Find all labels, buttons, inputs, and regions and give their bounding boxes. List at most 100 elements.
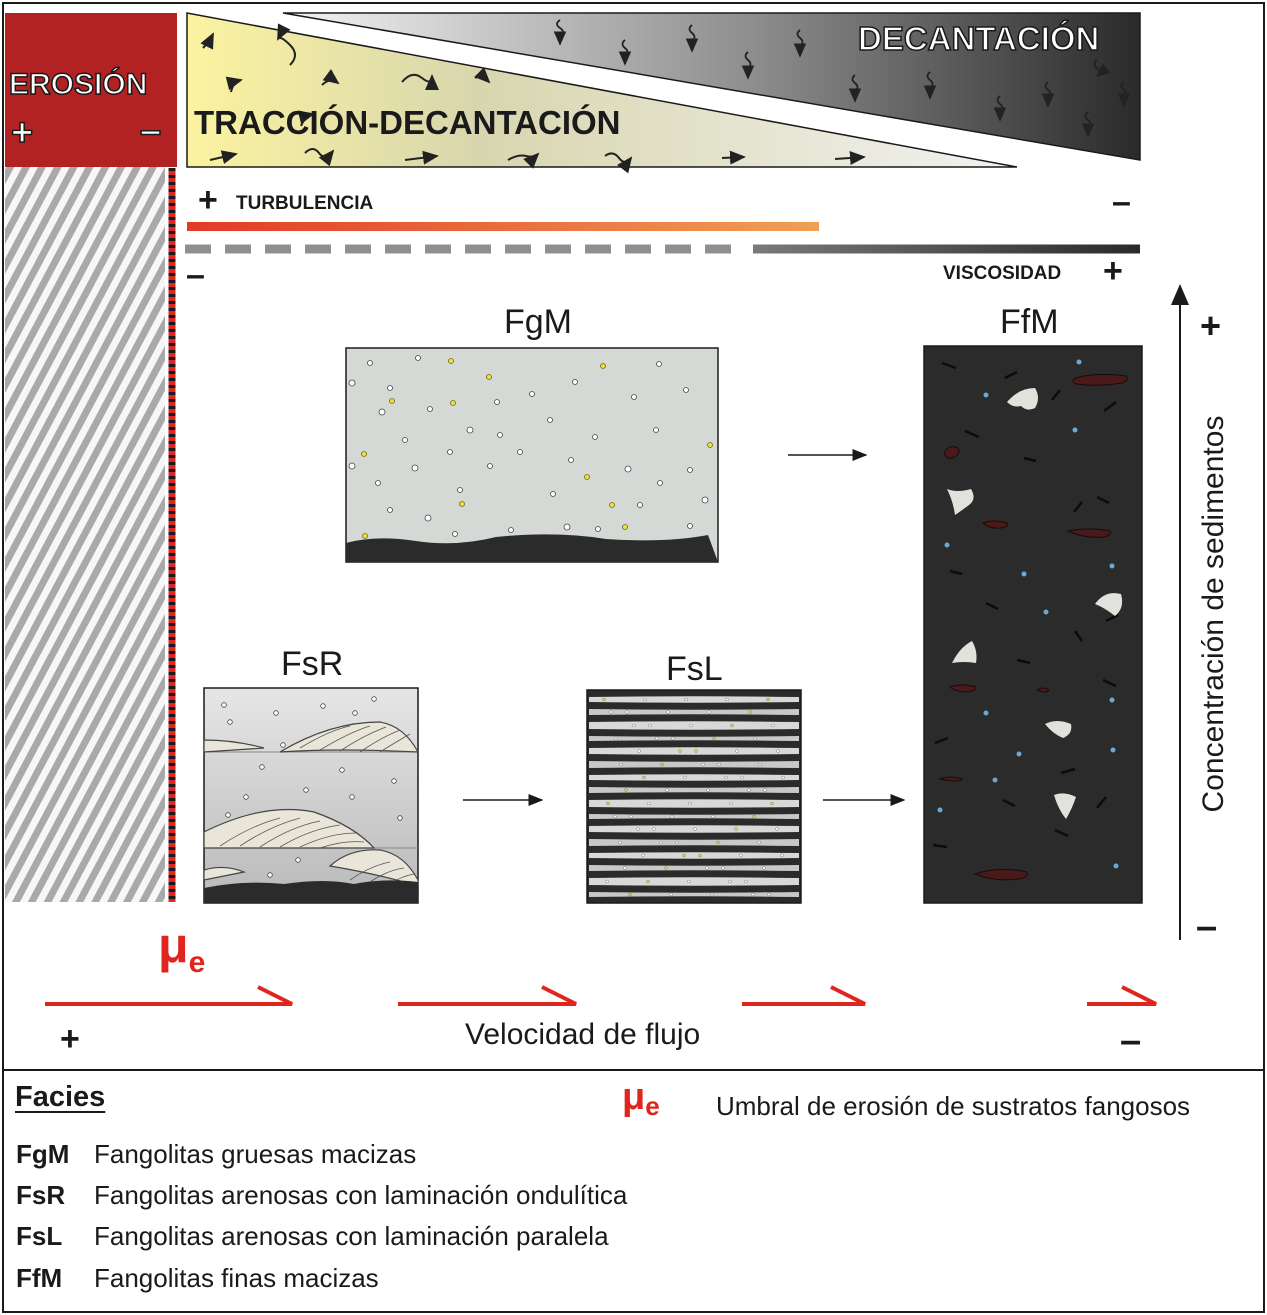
fsl-grain xyxy=(678,749,682,753)
threshold-mu-symbol: μ xyxy=(158,917,189,973)
fsl-grain xyxy=(605,879,609,884)
fsl-grain xyxy=(753,736,757,741)
traccion-decantacion-label: TRACCIÓN-DECANTACIÓN xyxy=(194,104,621,141)
turbulencia-minus: – xyxy=(1112,183,1131,221)
fsl-lamina xyxy=(589,774,799,781)
fsl-grain xyxy=(660,762,664,767)
fsl-grain xyxy=(776,749,780,753)
fsl-lamina xyxy=(589,799,799,808)
fsl-grain xyxy=(724,775,728,780)
ffm-box xyxy=(923,345,1143,904)
fsl-grain xyxy=(688,801,692,806)
fsl-box xyxy=(586,689,802,904)
fsl-grain xyxy=(665,788,669,792)
velocity-plus: + xyxy=(60,1020,80,1058)
legend-threshold-mu: μe xyxy=(622,1076,660,1121)
fsl-grain xyxy=(637,749,641,753)
fsl-grain xyxy=(734,827,738,831)
fsl-lamina xyxy=(589,696,799,703)
fsl-grain xyxy=(728,879,732,884)
erosion-minus: – xyxy=(139,109,162,153)
fsl-grain xyxy=(647,801,651,806)
legend-desc: Fangolitas arenosas con laminación ondul… xyxy=(94,1180,628,1210)
decantacion-label: DECANTACIÓN xyxy=(857,19,1100,58)
fsl-grain xyxy=(664,866,668,870)
fsl-grain xyxy=(781,775,785,780)
fsl-grain xyxy=(629,814,633,819)
fsl-grain xyxy=(762,866,766,870)
fsl-grain xyxy=(767,892,771,897)
fsl-grain xyxy=(606,801,610,806)
fsl-grain xyxy=(705,866,709,870)
fsl-grain xyxy=(770,801,774,806)
fsl-grain xyxy=(675,840,679,845)
fsl-grain xyxy=(682,853,686,858)
fsl-grain xyxy=(671,736,675,741)
fsl-grain xyxy=(669,892,673,897)
legend-divider xyxy=(2,1069,1265,1071)
threshold-mu: μe xyxy=(158,916,205,979)
ffm-title: FfM xyxy=(1000,303,1059,341)
fsl-grain xyxy=(646,879,650,884)
viscosidad-plus: + xyxy=(1103,252,1123,290)
erosion-plus: + xyxy=(10,111,34,155)
fsl-grain xyxy=(744,879,748,884)
fsl-grain xyxy=(643,697,647,702)
fsl-grain xyxy=(701,762,705,767)
fsl-grain xyxy=(711,814,715,819)
fsl-grain xyxy=(636,827,640,831)
settling-particles xyxy=(553,19,1131,138)
fsl-lamina xyxy=(589,721,799,730)
fsl-lamina xyxy=(589,787,799,793)
fsl-grain xyxy=(648,723,652,728)
fsl-lamina xyxy=(589,852,799,859)
concentration-axis-head xyxy=(1171,284,1189,305)
turbulencia-plus: + xyxy=(198,181,218,219)
legend-item: FgM Fangolitas gruesas macizas xyxy=(0,1139,800,1171)
erosion-label: EROSIÓN xyxy=(8,67,148,102)
fsl-grain xyxy=(775,827,779,831)
fsl-grain xyxy=(717,762,721,767)
turbulent-arrows xyxy=(200,23,491,127)
fsl-grain xyxy=(602,697,606,702)
fsl-title: FsL xyxy=(666,650,723,688)
fsl-grain xyxy=(625,710,629,714)
fsl-grain xyxy=(758,762,762,767)
fsl-grain xyxy=(683,775,687,780)
viscosidad-label: VISCOSIDAD xyxy=(943,263,1062,284)
fsl-grain xyxy=(684,697,688,702)
velocity-axis-label: Velocidad de flujo xyxy=(465,1018,701,1051)
fsl-lamina xyxy=(589,877,799,886)
concentration-axis-label: Concentración de sedimentos xyxy=(1197,415,1230,813)
fsl-grain xyxy=(613,814,617,819)
fsl-grain xyxy=(707,710,711,714)
fsl-grain xyxy=(619,762,623,767)
fsl-grain xyxy=(659,840,663,845)
legend-desc: Fangolitas gruesas macizas xyxy=(94,1139,417,1169)
traccion-decantacion-triangle xyxy=(186,12,1018,168)
legend-item: FsR Fangolitas arenosas con laminación o… xyxy=(0,1180,800,1212)
fsl-lamina xyxy=(589,814,799,819)
fsl-grain xyxy=(609,710,613,714)
fsl-grain xyxy=(689,723,693,728)
hatched-substrate xyxy=(5,167,165,902)
viscosidad-minus: – xyxy=(186,256,205,294)
fsl-grain xyxy=(712,736,716,741)
fsl-grain xyxy=(729,801,733,806)
fsl-laminae xyxy=(589,696,799,897)
fsl-grain xyxy=(757,840,761,845)
fsl-lamina xyxy=(589,892,799,897)
legend-desc: Fangolitas arenosas con laminación paral… xyxy=(94,1221,609,1251)
fsl-grain xyxy=(694,749,698,753)
fsl-grain xyxy=(752,814,756,819)
legend-item: FsL Fangolitas arenosas con laminación p… xyxy=(0,1221,800,1253)
fsl-lamina xyxy=(589,709,799,715)
fsl-grain xyxy=(641,853,645,858)
fsl-grain xyxy=(628,892,632,897)
fsl-grain xyxy=(655,736,659,741)
fsl-grain xyxy=(623,866,627,870)
fsl-grain xyxy=(642,775,646,780)
fsl-grain xyxy=(716,840,720,845)
turbulence-bar xyxy=(187,222,819,231)
legend-threshold-mu-subscript: e xyxy=(645,1091,660,1121)
